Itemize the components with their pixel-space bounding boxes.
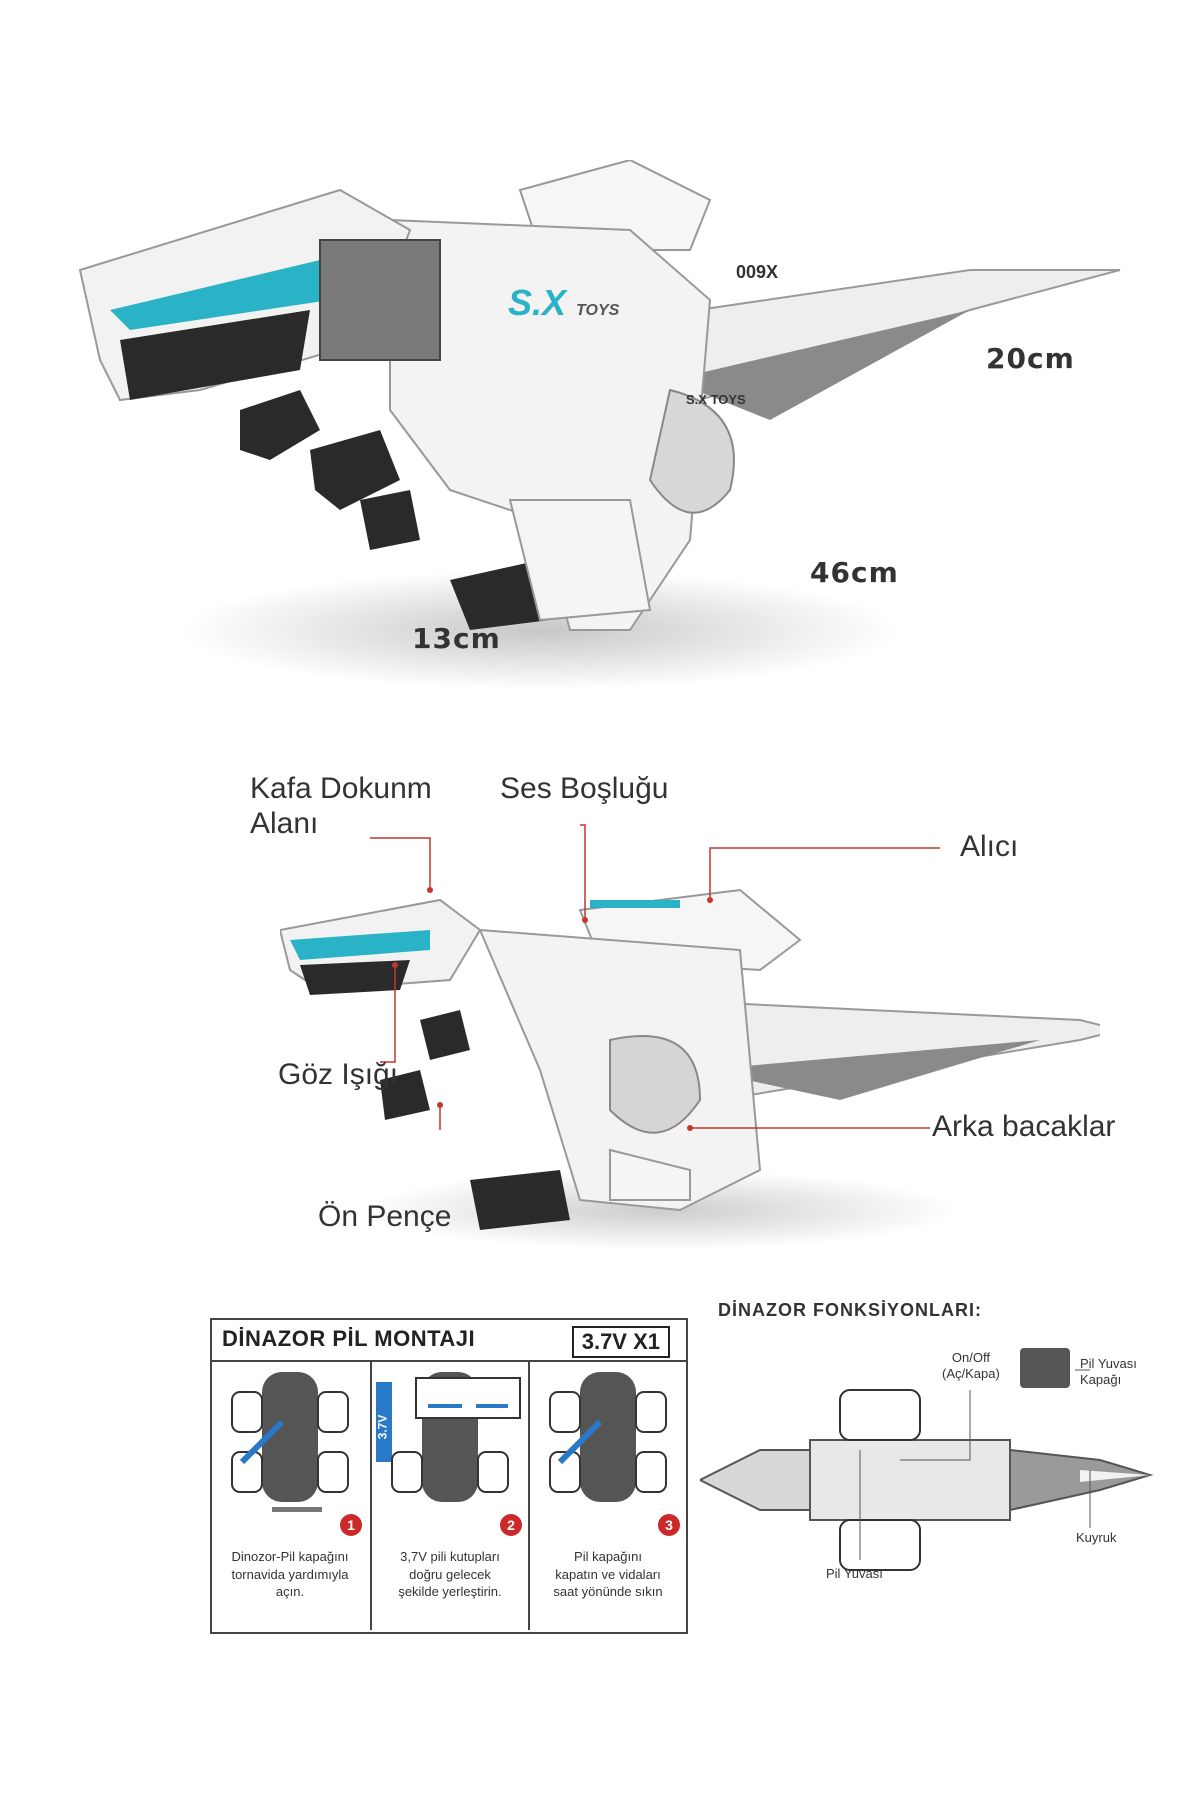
caption-line: açın. (275, 1584, 305, 1600)
battery-step-2-caption: 3,7V pili kutupları doğru gelecek şekild… (376, 1548, 524, 1601)
battery-step-3: 3 Pil kapağını kapatın ve vidaları saat … (528, 1362, 686, 1630)
dimension-length: 46cm (810, 556, 899, 589)
battery-step-2-illustration (376, 1372, 521, 1502)
battery-step-1-number: 1 (340, 1514, 362, 1536)
battery-panel-title: DİNAZOR PİL MONTAJI (222, 1326, 476, 1351)
battery-step-1-caption: Dinozor-Pil kapağını tornavida yardımıyl… (216, 1548, 364, 1601)
label-onoff-line1: On/Off (951, 1350, 990, 1365)
battery-cover-icon (1020, 1348, 1070, 1388)
dimension-width: 13cm (412, 622, 501, 655)
brand-logo: S.X TOYS (508, 282, 619, 324)
battery-step-3-illustration (549, 1372, 667, 1502)
battery-assembly-panel: DİNAZOR PİL MONTAJI 3.7V X1 1 Dinozor-Pi… (210, 1318, 688, 1634)
battery-step-2-number: 2 (500, 1514, 522, 1536)
caption-line: doğru gelecek (409, 1566, 491, 1582)
dino-callout-illustration (278, 888, 1121, 1250)
battery-step-2: 3.7V 2 3,7V pili kutupları doğru gelecek… (370, 1362, 528, 1630)
brand-logo-text: S.X (508, 282, 567, 323)
side-badge: S.X TOYS (686, 392, 746, 407)
model-number: 009X (736, 262, 779, 282)
callout-head-touch-line2: Alanı (250, 806, 319, 840)
battery-step-1: 1 Dinozor-Pil kapağını tornavida yardımı… (212, 1362, 368, 1630)
dino-side-view (70, 158, 1130, 720)
dino-side-illustration (78, 158, 1121, 690)
caption-line: 3,7V pili kutupları (400, 1549, 500, 1564)
caption-line: tornavida yardımıyla (231, 1566, 349, 1582)
callout-eye-light: Göz Işığı (278, 1058, 399, 1091)
caption-line: kapatın ve vidaları (555, 1566, 661, 1582)
callout-head-touch: Kafa Dokunm Alanı (250, 772, 432, 841)
callout-receiver: Alıcı (960, 830, 1019, 863)
functions-illustration (697, 1389, 1154, 1571)
battery-step-3-caption: Pil kapağını kapatın ve vidaları saat yö… (534, 1548, 682, 1601)
caption-line: şekilde yerleştirin. (398, 1584, 502, 1600)
functions-diagram (697, 1380, 1160, 1580)
battery-step-3-number: 3 (658, 1514, 680, 1536)
callout-sound: Ses Boşluğu (500, 772, 669, 805)
label-cover-line2: Kapağı (1080, 1371, 1122, 1387)
caption-line: saat yönünde sıkın (553, 1584, 663, 1600)
label-onoff: On/Off (Aç/Kapa) (942, 1350, 1000, 1381)
label-onoff-line2: (Aç/Kapa) (942, 1365, 1000, 1381)
battery-step-1-illustration (231, 1372, 349, 1512)
panel-divider (212, 1360, 686, 1362)
dimension-height: 20cm (986, 342, 1075, 375)
label-tail: Kuyruk (1076, 1530, 1117, 1545)
label-battery-cover: Pil Yuvası Kapağı (1080, 1356, 1137, 1387)
functions-title: DİNAZOR FONKSİYONLARI: (718, 1300, 982, 1320)
dino-callout-view (278, 870, 1121, 1250)
brand-logo-sub: TOYS (576, 302, 620, 319)
label-cover-line1: Pil Yuvası (1080, 1356, 1137, 1371)
callout-rear-legs: Arka bacaklar (932, 1110, 1116, 1143)
label-battery-slot: Pil Yuvası (826, 1566, 883, 1581)
caption-line: Dinozor-Pil kapağını (231, 1549, 349, 1564)
callout-lines (370, 824, 940, 1131)
callout-head-touch-line1: Kafa Dokunm (250, 772, 432, 805)
callout-front-claw: Ön Pençe (318, 1200, 452, 1233)
battery-voltage-box: 3.7V X1 (571, 1326, 670, 1358)
caption-line: Pil kapağını (574, 1549, 642, 1564)
